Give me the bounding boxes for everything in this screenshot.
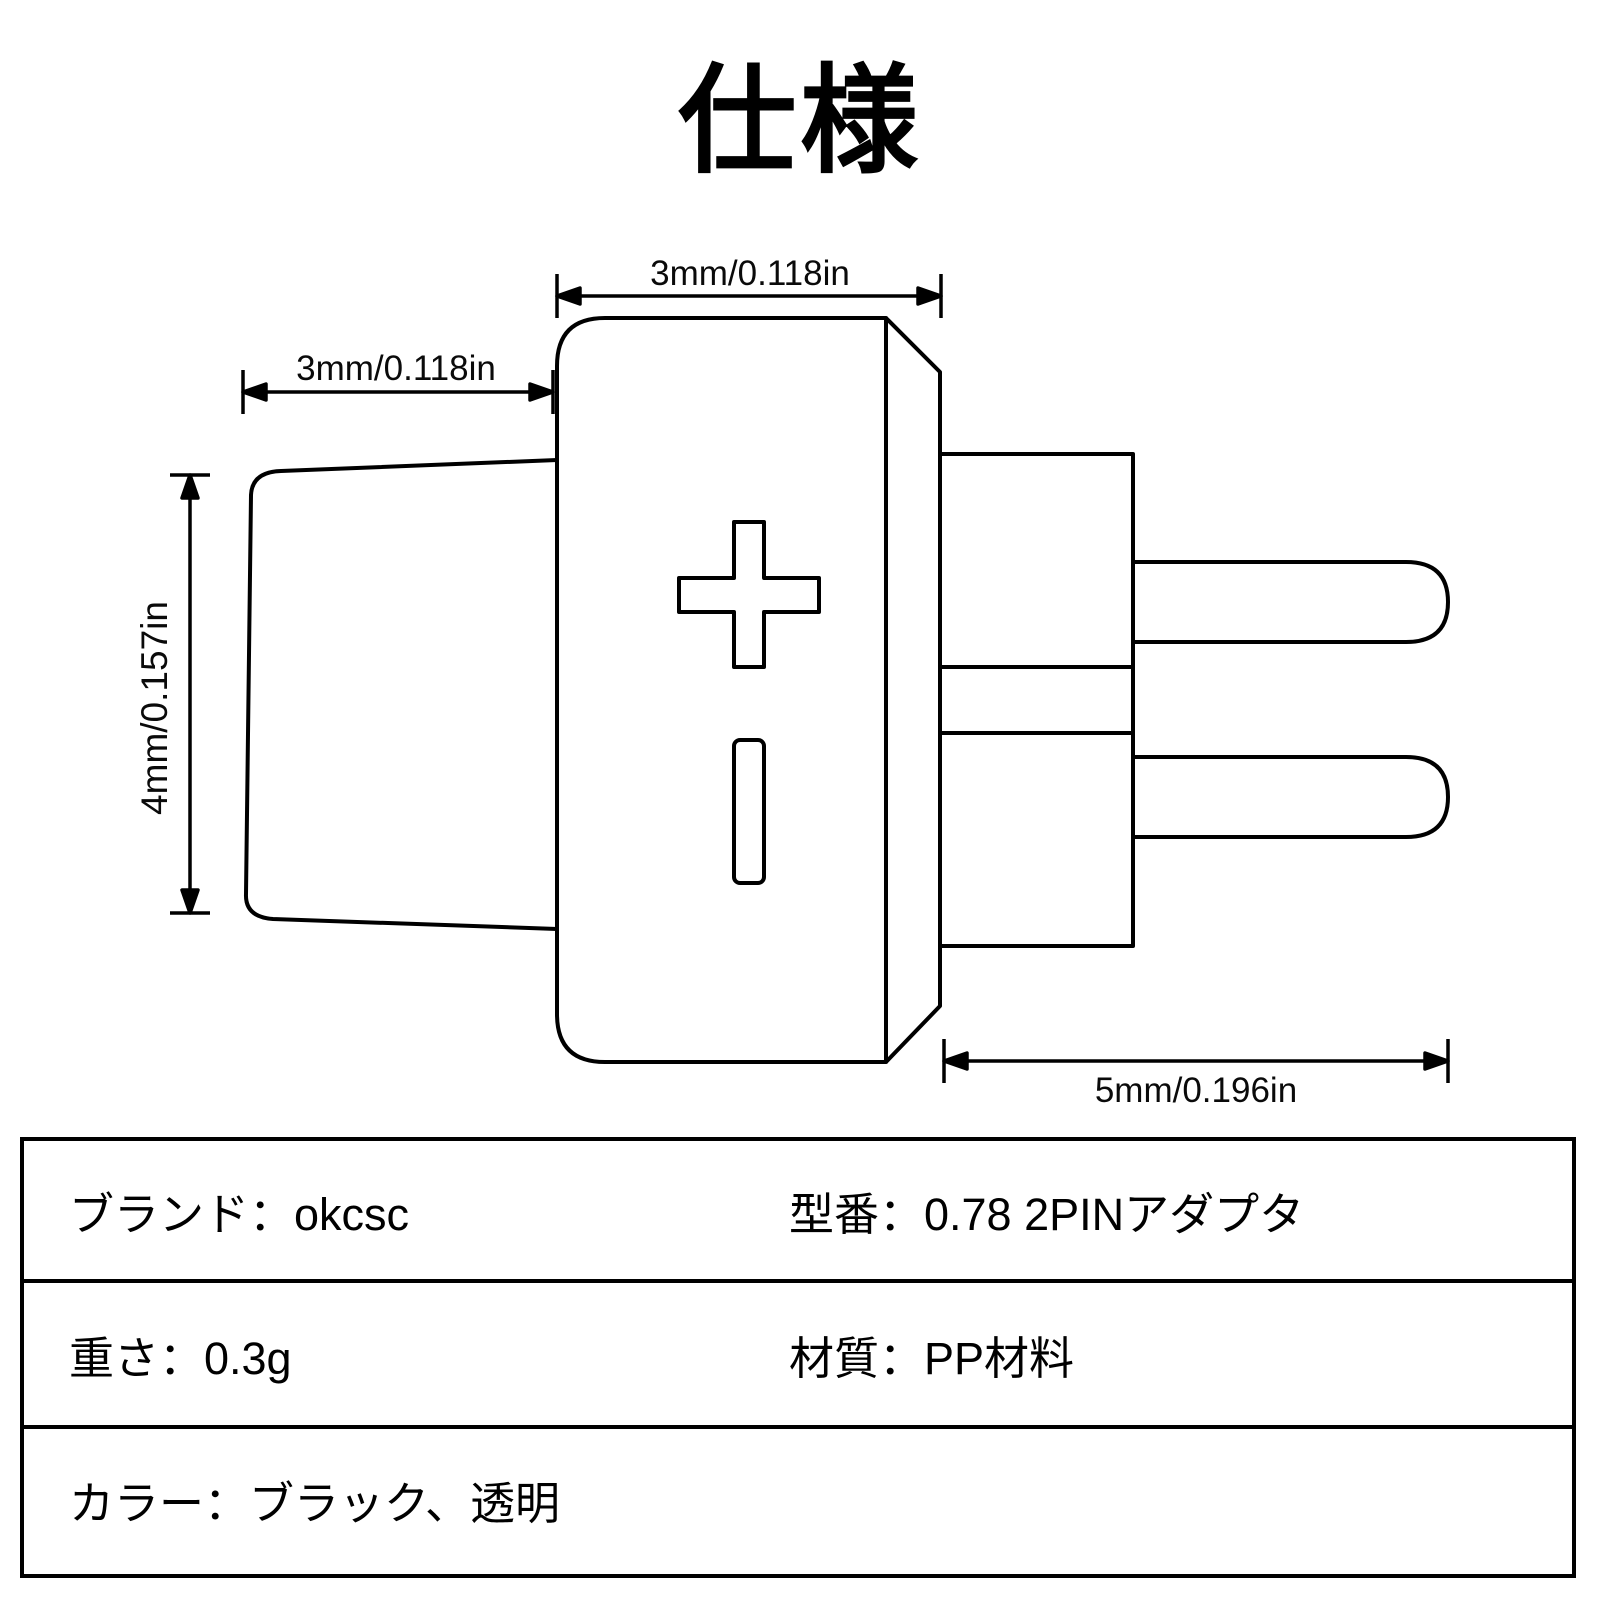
dim-pin-length-label: 5mm/0.196in: [1095, 1071, 1297, 1110]
dim-cap-width: 3mm/0.118in: [241, 349, 555, 414]
plus-marking-icon: [677, 520, 821, 669]
dim-body-width-label: 3mm/0.118in: [650, 254, 850, 293]
minus-marking-icon: [732, 738, 766, 885]
spec-color: カラー：ブラック、透明: [69, 1478, 560, 1529]
dim-cap-width-label: 3mm/0.118in: [296, 349, 496, 388]
spec-table: ブランド：okcsc 型番：0.78 2PINアダプタ 重さ：0.3g 材質：P…: [20, 1137, 1576, 1578]
neck-block: [938, 452, 1135, 948]
dim-cap-height-label: 4mm/0.157in: [134, 601, 175, 815]
lower-pin: [1133, 755, 1450, 839]
body-side-face: [884, 316, 942, 1064]
page-title: 仕様: [677, 56, 922, 188]
main-body-front-face: [555, 316, 888, 1064]
upper-pin: [1133, 560, 1450, 644]
spec-weight: 重さ：0.3g: [69, 1332, 292, 1384]
spec-row-color: カラー：ブラック、透明: [24, 1429, 1572, 1570]
spec-row-brand-model: ブランド：okcsc 型番：0.78 2PINアダプタ: [24, 1141, 1572, 1283]
spec-brand: ブランド：okcsc: [69, 1188, 410, 1240]
dim-body-width: 3mm/0.118in: [555, 254, 943, 318]
dim-pin-length: 5mm/0.196in: [942, 1039, 1450, 1110]
spec-row-weight-material: 重さ：0.3g 材質：PP材料: [24, 1283, 1572, 1429]
spec-model: 型番：0.78 2PINアダプタ: [789, 1188, 1305, 1240]
spec-material: 材質：PP材料: [789, 1332, 1075, 1384]
cap-block-outline: [243, 458, 559, 931]
dim-cap-height: 4mm/0.157in: [134, 473, 210, 915]
